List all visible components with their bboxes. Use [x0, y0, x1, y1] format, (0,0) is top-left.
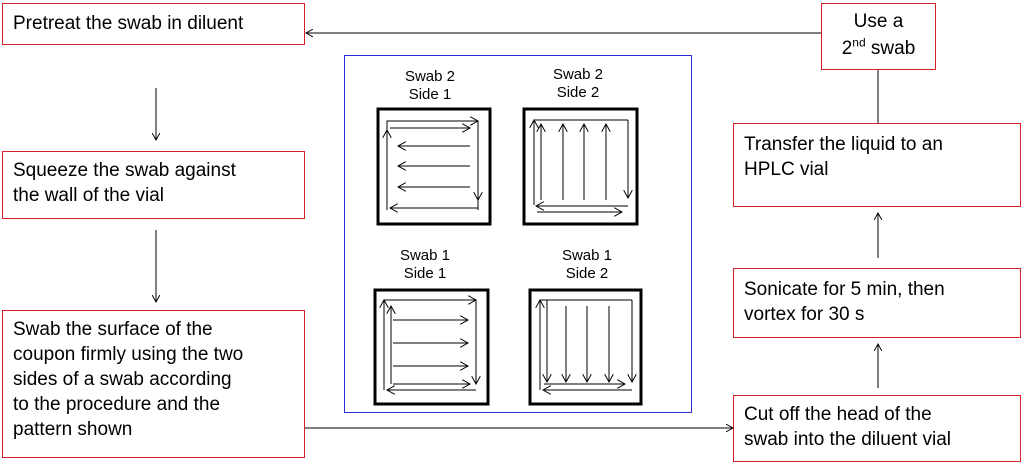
step-cut-line-2: swab into the diluent vial	[744, 429, 952, 450]
swab1-side1-label: Swab 1 Side 1	[399, 247, 451, 282]
step-squeeze-line-1: Squeeze the swab against	[13, 160, 236, 181]
step-second-swab-line-1: Use a	[853, 11, 904, 32]
swab-word: swab	[865, 38, 916, 59]
step-swab-line-1: Swab the surface of the	[13, 319, 213, 340]
step-pretreat-text: Pretreat the swab in diluent	[13, 13, 244, 34]
pattern-swab1-side1	[373, 288, 490, 406]
step-swab-surface-box: Swab the surface of the coupon firmly us…	[2, 310, 305, 458]
step-swab-line-5: pattern shown	[13, 419, 133, 440]
step-squeeze-box: Squeeze the swab against the wall of the…	[2, 151, 305, 219]
step-pretreat-box: Pretreat the swab in diluent	[2, 3, 305, 45]
step-second-swab-box: Use a 2nd swab	[821, 3, 936, 70]
ordinal-number: 2	[841, 38, 853, 59]
pattern-swab1-side2	[528, 288, 643, 406]
step-sonicate-box: Sonicate for 5 min, then vortex for 30 s	[733, 268, 1021, 338]
swab1-side2-label: Swab 1 Side 2	[561, 247, 613, 282]
step-second-swab-line-2: 2nd swab	[826, 35, 931, 62]
step-sonicate-line-2: vortex for 30 s	[744, 304, 865, 325]
step-swab-line-2: coupon firmly using the two	[13, 344, 244, 365]
ordinal-suffix: nd	[852, 35, 866, 50]
step-cut-box: Cut off the head of the swab into the di…	[733, 395, 1021, 462]
swab2-side1-label: Swab 2 Side 1	[404, 68, 456, 103]
swab2-side2-label: Swab 2 Side 2	[552, 66, 604, 101]
pattern-swab2-side1	[376, 107, 492, 226]
step-transfer-line-1: Transfer the liquid to an	[744, 134, 943, 155]
step-swab-line-3: sides of a swab according	[13, 369, 232, 390]
swab-pattern-panel	[344, 55, 692, 413]
step-swab-line-4: to the procedure and the	[13, 394, 221, 415]
pattern-swab2-side2	[522, 107, 639, 226]
step-squeeze-line-2: the wall of the vial	[13, 185, 165, 206]
step-transfer-box: Transfer the liquid to an HPLC vial	[733, 123, 1021, 207]
step-transfer-line-2: HPLC vial	[744, 159, 829, 180]
step-cut-line-1: Cut off the head of the	[744, 404, 932, 425]
step-sonicate-line-1: Sonicate for 5 min, then	[744, 279, 945, 300]
